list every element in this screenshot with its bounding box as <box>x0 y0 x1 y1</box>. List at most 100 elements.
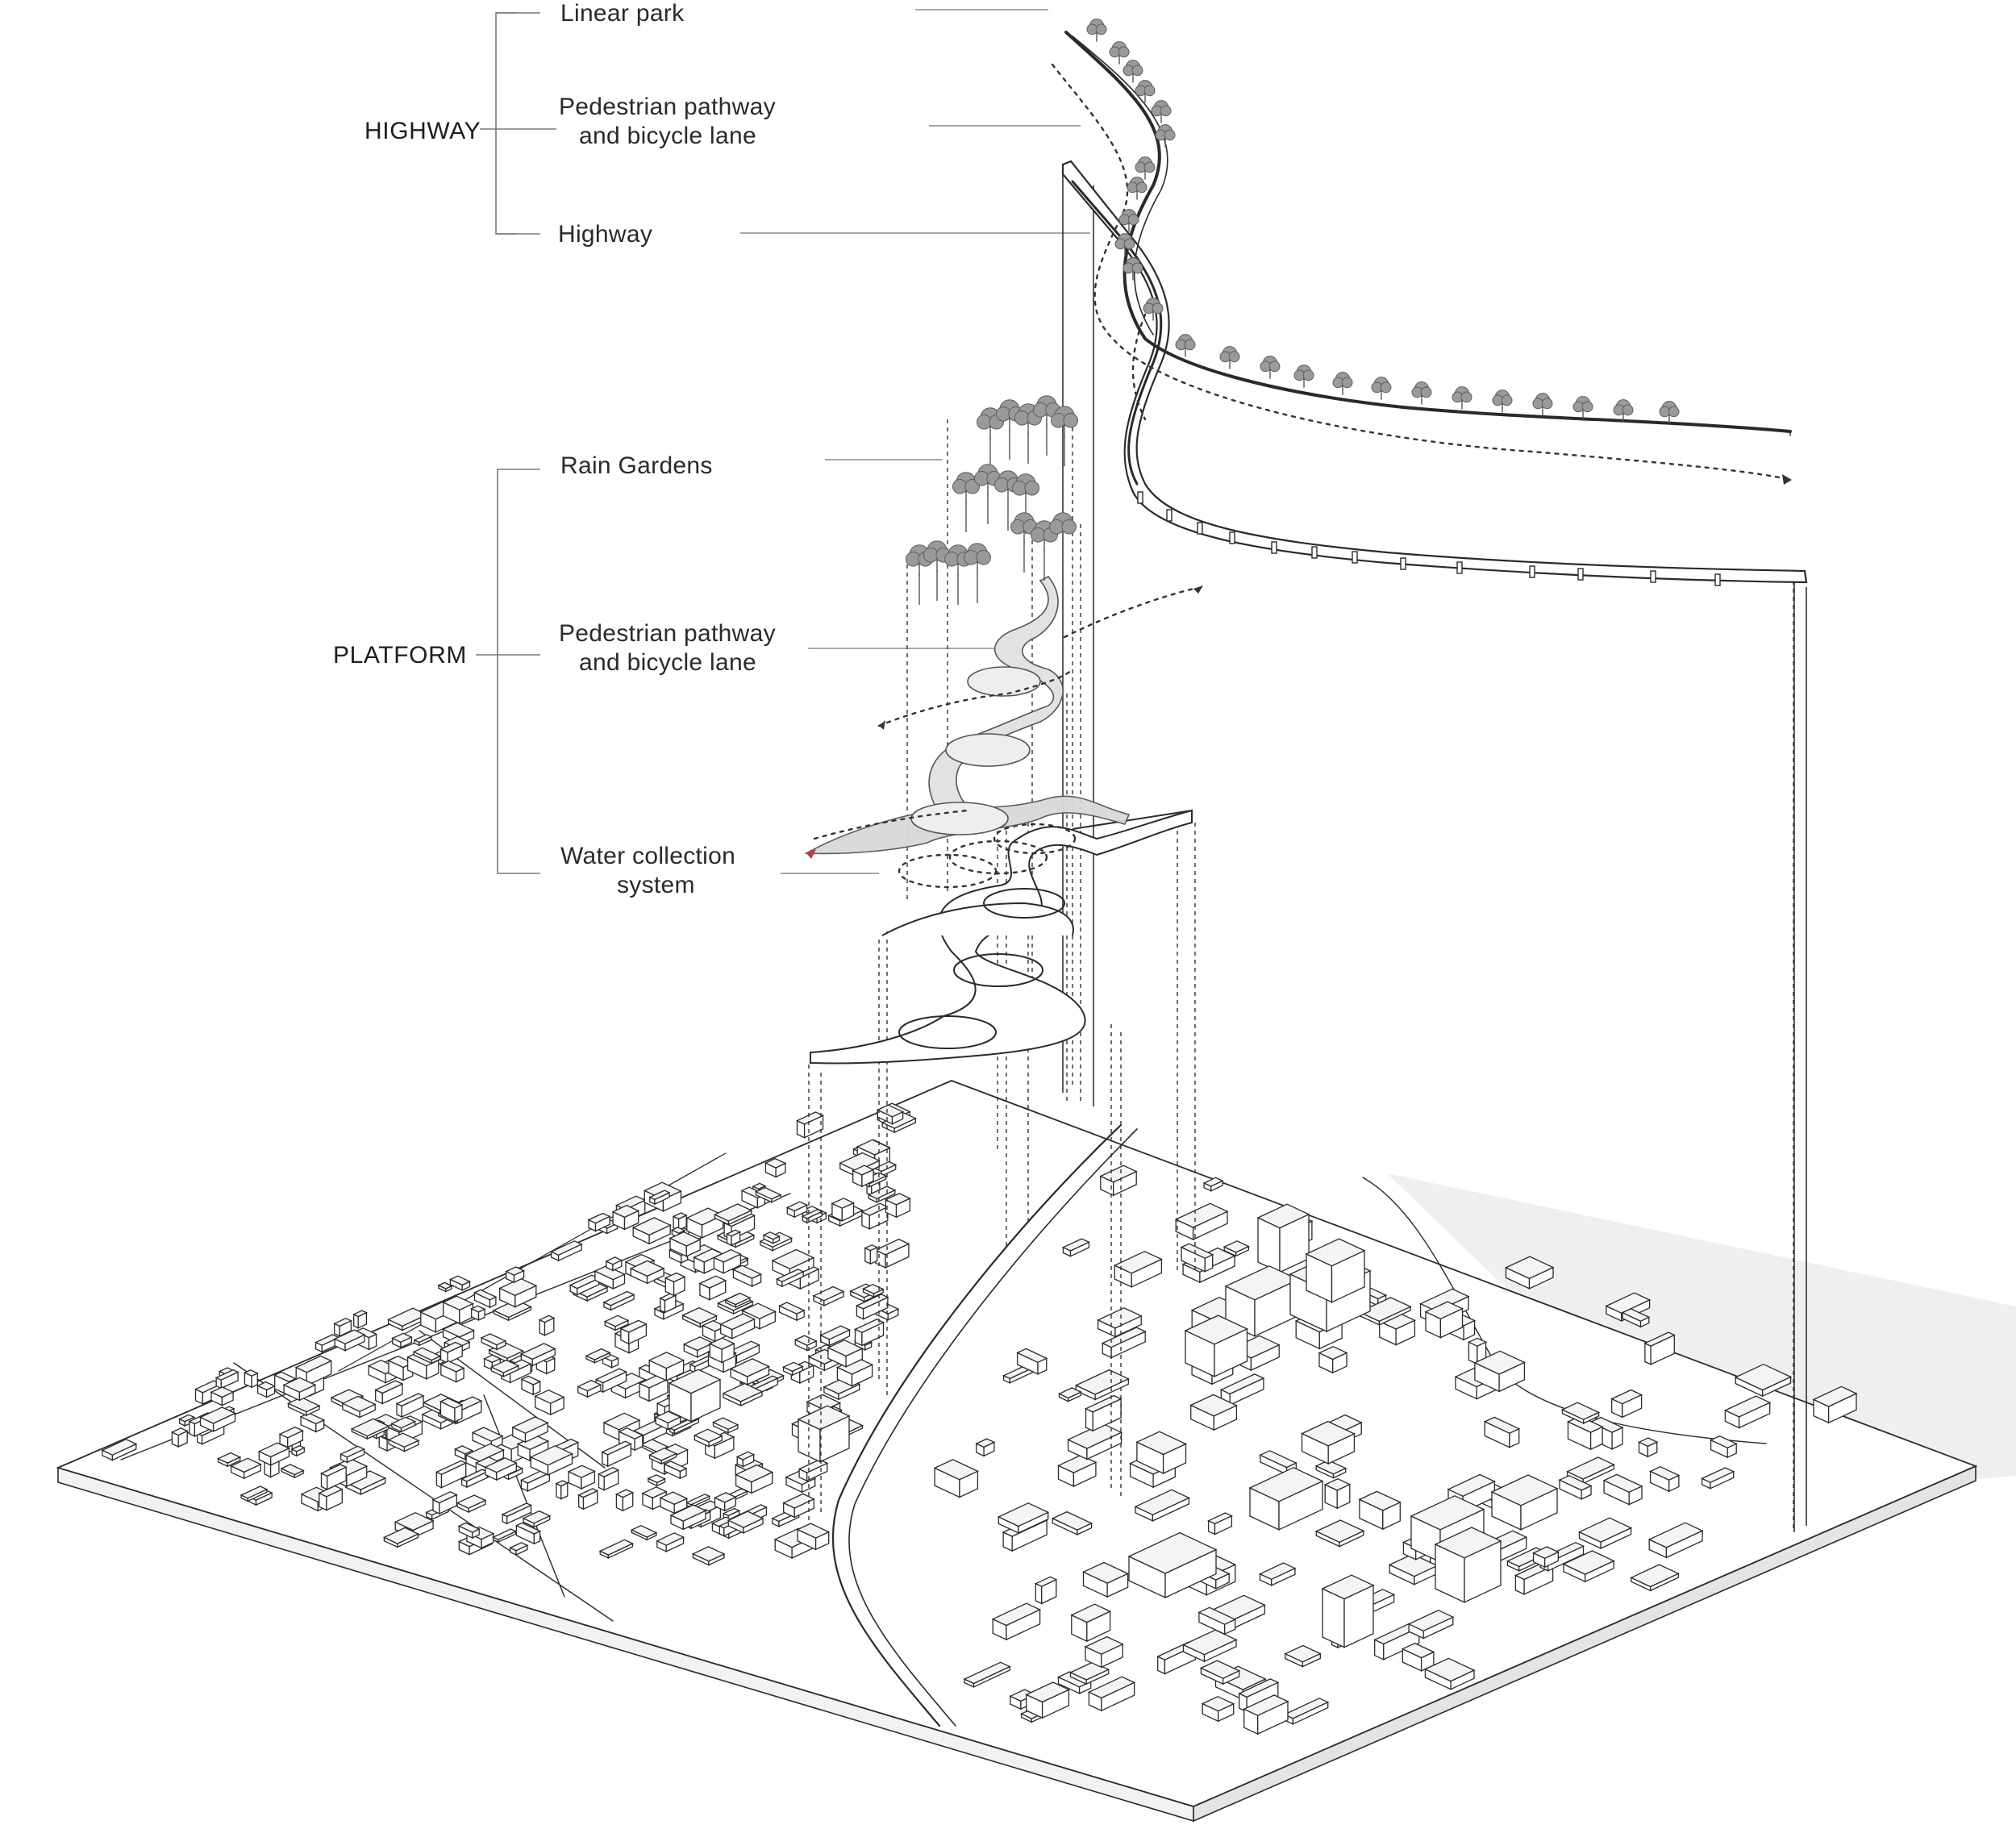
building <box>631 1217 672 1245</box>
building <box>1097 1307 1143 1338</box>
rain-garden-tree-icon <box>1012 473 1039 534</box>
building <box>290 1444 306 1457</box>
building <box>282 1377 317 1402</box>
building <box>597 1466 620 1491</box>
building <box>731 1265 763 1288</box>
building <box>456 1494 487 1514</box>
building <box>1532 1546 1560 1569</box>
building <box>1723 1395 1772 1429</box>
park-tree-icon <box>1371 377 1392 400</box>
building <box>511 1416 549 1444</box>
building <box>178 1414 196 1427</box>
park-tree-icon <box>1123 60 1143 83</box>
park-tree-icon <box>1492 390 1513 413</box>
building <box>864 1244 879 1265</box>
building <box>643 1181 682 1212</box>
building <box>1358 1490 1402 1531</box>
building <box>1577 1517 1633 1550</box>
building <box>1323 1477 1352 1510</box>
park-tree-icon <box>1118 209 1139 232</box>
park-tree-icon <box>1155 124 1176 148</box>
building <box>1084 1394 1123 1432</box>
building <box>437 1281 453 1293</box>
building <box>1734 1363 1793 1398</box>
building <box>876 1104 905 1125</box>
building <box>1424 1301 1464 1339</box>
building <box>1407 1609 1455 1640</box>
highway-structure <box>1051 19 1808 586</box>
building <box>391 1332 413 1348</box>
building <box>460 1469 489 1489</box>
building <box>713 1492 737 1512</box>
building <box>1113 1250 1163 1288</box>
park-tree-icon <box>1127 177 1148 200</box>
building <box>1358 1297 1412 1326</box>
building <box>1637 1437 1659 1458</box>
building <box>286 1396 321 1417</box>
building <box>601 1440 632 1468</box>
building <box>577 1379 602 1398</box>
building <box>489 1359 520 1377</box>
building <box>698 1275 727 1301</box>
building <box>701 1319 727 1343</box>
tall-building <box>1434 1527 1502 1603</box>
ground-plate <box>56 1080 1978 1807</box>
building <box>520 1375 542 1396</box>
building <box>827 1339 864 1368</box>
building <box>529 1445 574 1476</box>
ground-base <box>56 1080 2016 1823</box>
building <box>1643 1331 1676 1365</box>
building <box>431 1491 458 1515</box>
building <box>1314 1460 1347 1479</box>
park-tree-icon <box>1109 41 1130 65</box>
building <box>663 1460 688 1480</box>
tall-building <box>1127 1531 1218 1599</box>
building <box>975 1438 996 1457</box>
building <box>480 1333 507 1351</box>
building <box>682 1336 714 1358</box>
building <box>1201 1695 1235 1723</box>
building <box>735 1451 756 1468</box>
building <box>713 1203 753 1226</box>
tall-building <box>1490 1474 1559 1531</box>
building <box>1300 1420 1356 1465</box>
platform-pedestrian-ribbon <box>804 575 1203 859</box>
building <box>619 1319 648 1345</box>
building <box>727 1510 764 1534</box>
building <box>719 1313 756 1340</box>
building <box>781 1361 804 1377</box>
building <box>647 1474 667 1487</box>
building <box>933 1459 979 1498</box>
building <box>1812 1385 1858 1424</box>
building <box>1135 1431 1188 1475</box>
building <box>210 1386 235 1406</box>
building <box>216 1452 242 1468</box>
building <box>413 1334 433 1347</box>
building <box>1199 1660 1241 1685</box>
building <box>534 1389 565 1416</box>
building <box>835 1357 874 1387</box>
rain-garden-tree-icon <box>1010 512 1038 573</box>
building <box>1504 1256 1555 1290</box>
rain-garden-tree-icon <box>944 544 972 605</box>
park-tree-icon <box>1143 298 1164 321</box>
building <box>603 1315 630 1331</box>
building <box>819 1325 852 1347</box>
building <box>884 1193 911 1219</box>
building <box>439 1341 464 1365</box>
park-tree-icon <box>1135 80 1156 103</box>
building <box>1630 1564 1680 1592</box>
platform-legend: PLATFORM Rain Gardens Pedestrian pathway… <box>333 452 1012 898</box>
park-tree-icon <box>1219 346 1240 369</box>
building <box>855 1294 889 1320</box>
building <box>1378 1311 1416 1346</box>
platform-structure <box>810 809 1193 1065</box>
building <box>853 1319 885 1347</box>
building <box>796 1523 831 1551</box>
building <box>1134 1489 1190 1522</box>
building <box>785 1201 809 1219</box>
linear-park-label: Linear park <box>560 0 685 27</box>
building <box>387 1432 420 1452</box>
building <box>798 1459 829 1482</box>
